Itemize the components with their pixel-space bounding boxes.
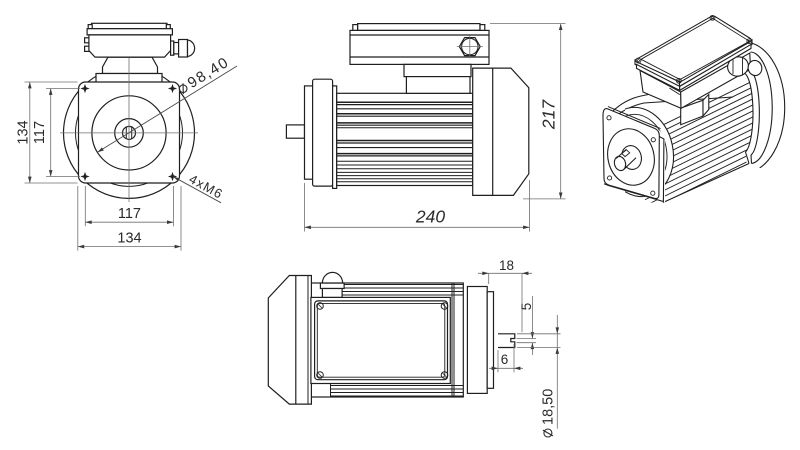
svg-text:18: 18 — [499, 258, 514, 273]
svg-text:6: 6 — [501, 352, 509, 367]
svg-text:240: 240 — [415, 206, 445, 226]
svg-text:134: 134 — [15, 120, 31, 144]
svg-text:5: 5 — [519, 303, 534, 311]
svg-text:134: 134 — [117, 230, 141, 246]
svg-text:117: 117 — [32, 121, 48, 144]
svg-text:217: 217 — [539, 99, 559, 130]
svg-text:117: 117 — [118, 206, 141, 222]
svg-text:18,50: 18,50 — [541, 389, 557, 425]
